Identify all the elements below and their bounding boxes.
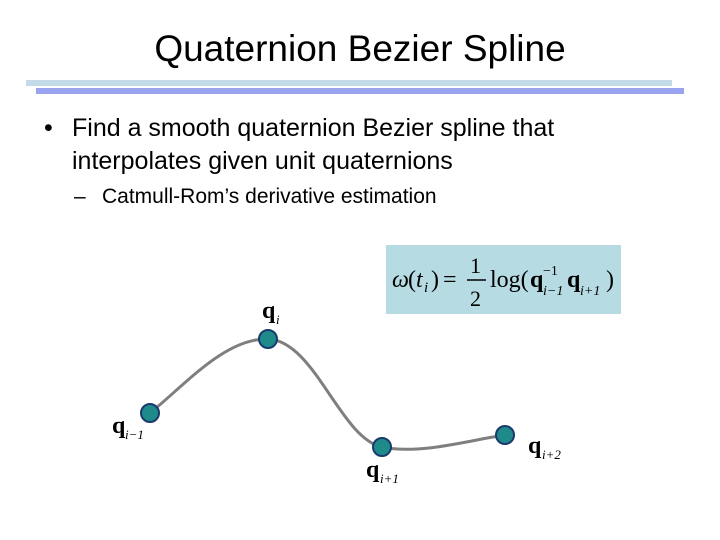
formula-q1-subscript: i−1 bbox=[543, 284, 563, 299]
label-q-i-sub: i bbox=[276, 312, 280, 327]
sub-bullet-marker: – bbox=[74, 185, 86, 208]
label-q-i-minus-1: q bbox=[112, 413, 126, 439]
label-q-i-plus-2-sub: i+2 bbox=[542, 447, 561, 462]
label-q-i-plus-2: q bbox=[528, 433, 542, 459]
formula-q2-subscript: i+1 bbox=[580, 284, 600, 299]
bullet-text: Find a smooth quaternion Bezier spline t… bbox=[72, 112, 672, 178]
formula-open-paren: ( bbox=[408, 267, 416, 293]
spline-curve bbox=[149, 337, 506, 451]
bullet-text-line-2: interpolates given unit quaternions bbox=[72, 147, 453, 175]
point-q-i-plus-1 bbox=[372, 437, 392, 457]
formula-q1: q bbox=[530, 267, 544, 293]
slide-title: Quaternion Bezier Spline bbox=[154, 28, 566, 69]
point-q-i-minus-1 bbox=[140, 403, 160, 423]
label-q-i-minus-1-sub: i−1 bbox=[125, 427, 144, 442]
formula-close: ) bbox=[606, 267, 614, 293]
formula-q1-superscript: −1 bbox=[543, 264, 558, 279]
label-q-i-plus-1: q bbox=[366, 457, 380, 483]
formula-q2: q bbox=[567, 267, 581, 293]
title-underline-light bbox=[26, 80, 672, 86]
formula-numerator: 1 bbox=[470, 253, 481, 278]
title-underline-blue bbox=[36, 88, 684, 94]
formula-close-paren: ) bbox=[431, 267, 439, 293]
formula: ω ( t i ) = 1 2 log( q −1 i−1 q i+1 ) bbox=[392, 253, 614, 311]
formula-omega: ω bbox=[392, 267, 409, 293]
formula-log: log( bbox=[490, 267, 529, 293]
formula-equals: = bbox=[443, 267, 457, 293]
formula-t-subscript: i bbox=[424, 280, 428, 296]
point-q-i-plus-2 bbox=[495, 425, 515, 445]
bullet-marker: • bbox=[44, 114, 53, 142]
sub-bullet-text: Catmull-Rom’s derivative estimation bbox=[102, 185, 437, 208]
point-q-i bbox=[258, 329, 278, 349]
label-q-i-plus-1-sub: i+1 bbox=[380, 471, 399, 486]
label-q-i: q bbox=[262, 298, 276, 324]
bullet-text-line-1: Find a smooth quaternion Bezier spline t… bbox=[72, 114, 555, 142]
formula-box bbox=[386, 245, 621, 314]
formula-t: t bbox=[416, 267, 424, 293]
formula-denominator: 2 bbox=[470, 286, 481, 311]
